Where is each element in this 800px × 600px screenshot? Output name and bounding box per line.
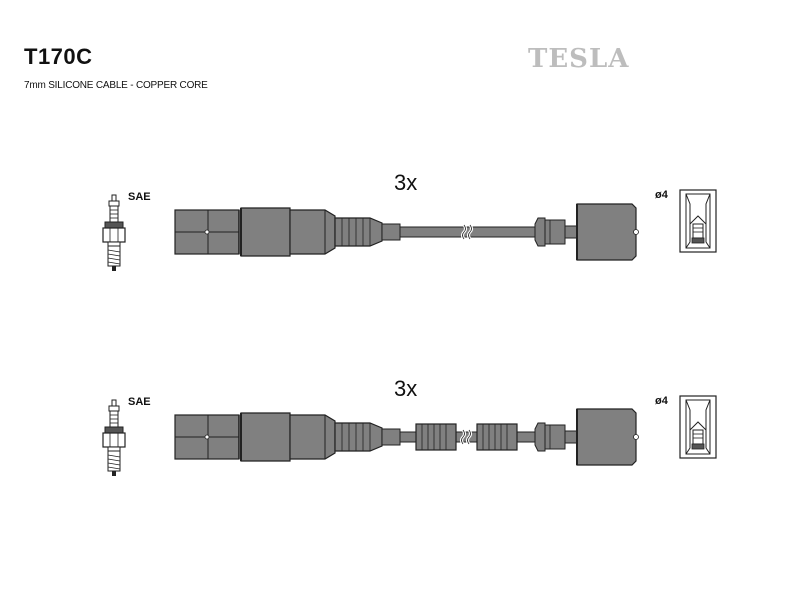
row1-spark-plug [102,194,126,272]
row1-cable-assembly [174,203,640,261]
row2-terminal-label: ø4 [655,395,668,407]
row1-plug-label: SAE [128,191,151,203]
brand-logo: TESLA [528,44,630,74]
row1-coil-terminal [679,189,717,253]
row1-terminal-label: ø4 [655,189,668,201]
part-number-title: T170C [24,44,93,69]
cable-spec-subtitle: 7mm SILICONE CABLE - COPPER CORE [24,80,208,91]
row2-coil-terminal [679,395,717,459]
row2-cable-assembly [174,408,640,466]
row2-spark-plug [102,399,126,477]
row1-quantity: 3x [394,170,418,195]
row2-plug-label: SAE [128,396,151,408]
row2-quantity: 3x [394,376,418,401]
